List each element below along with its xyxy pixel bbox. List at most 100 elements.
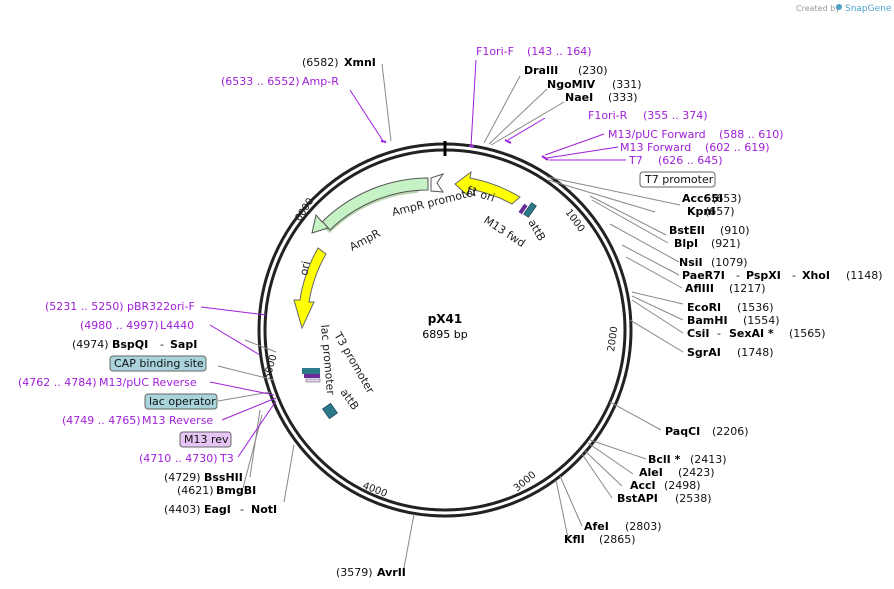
attb-top-mark bbox=[523, 202, 537, 218]
site-ngomiv-pos: (331) bbox=[612, 78, 642, 91]
site-bamhi-name: BamHI bbox=[687, 314, 728, 327]
site-noti-name: NotI bbox=[251, 503, 277, 516]
primer-m13puc-rev-pos: (4762 .. 4784) bbox=[18, 376, 97, 389]
site-ecori-name: EcoRI bbox=[687, 301, 721, 314]
ampr-arrow bbox=[311, 177, 429, 234]
plasmid-name: pX41 bbox=[428, 312, 463, 326]
attb-bottom-mark bbox=[322, 402, 338, 420]
site-bspqi-name: BspQI bbox=[112, 338, 148, 351]
site-separator-3: - bbox=[717, 327, 721, 340]
t7-promoter-box bbox=[639, 171, 716, 188]
m13-fwd-label: M13 fwd bbox=[481, 214, 527, 250]
t3-promoter-mark bbox=[304, 374, 320, 378]
t7-promoter-label: T7 promoter bbox=[644, 173, 714, 186]
primer-t3-name: T3 bbox=[219, 452, 234, 465]
site-acci-pos: (2498) bbox=[664, 479, 701, 492]
primer-m13puc-fwd-name: M13/pUC Forward bbox=[608, 128, 706, 141]
ampr-promoter-arrow bbox=[430, 173, 445, 193]
primer-t3-pos: (4710 .. 4730) bbox=[139, 452, 218, 465]
primer-t7-pos: (626 .. 645) bbox=[658, 154, 723, 167]
site-avrii-pos: (3579) bbox=[336, 566, 373, 579]
attb-bottom-label: attB bbox=[338, 386, 362, 412]
site-alei-pos: (2423) bbox=[678, 466, 715, 479]
site-paer7i-pos: (1148) bbox=[846, 269, 883, 282]
credit-brand: SnapGene bbox=[845, 4, 892, 14]
site-xmni-name: XmnI bbox=[344, 56, 376, 69]
site-bcli-pos: (2413) bbox=[690, 453, 727, 466]
site-avrii-name: AvrII bbox=[377, 566, 406, 579]
attb-top-label: attB bbox=[525, 217, 548, 243]
site-draiii-name: DraIII bbox=[524, 64, 558, 77]
site-separator-2: - bbox=[792, 269, 796, 282]
primer-marks bbox=[380, 139, 549, 161]
site-bsteii-pos: (910) bbox=[720, 224, 750, 237]
ori-arrow bbox=[293, 247, 327, 330]
cap-binding-site-label: CAP binding site bbox=[114, 357, 204, 370]
site-acci-name: AccI bbox=[630, 479, 656, 492]
site-naei-name: NaeI bbox=[565, 91, 593, 104]
site-bstapi-pos: (2538) bbox=[675, 492, 712, 505]
f1-ori-arrow bbox=[454, 170, 521, 205]
site-afei-name: AfeI bbox=[584, 520, 609, 533]
primer-ampr-name: Amp-R bbox=[302, 75, 339, 88]
tick-2000: 2000 bbox=[606, 326, 620, 353]
site-separator-1: - bbox=[736, 269, 740, 282]
primer-m13-rev-name: M13 Reverse bbox=[142, 414, 213, 427]
primer-ampr-pos: (6533 .. 6552) bbox=[221, 75, 300, 88]
lac-promoter-label: lac promoter bbox=[318, 324, 337, 396]
site-xmni-pos: (6582) bbox=[302, 56, 339, 69]
site-acc65i-pos: (653) bbox=[712, 192, 742, 205]
site-acc65i-name: Acc65I bbox=[682, 192, 723, 205]
site-bmgbi-name: BmgBI bbox=[216, 484, 256, 497]
primer-f1ori-r-pos: (355 .. 374) bbox=[643, 109, 708, 122]
primer-t7-name: T7 bbox=[628, 154, 643, 167]
ampr-label: AmpR bbox=[347, 227, 382, 254]
site-sgrai-name: SgrAI bbox=[687, 346, 721, 359]
primer-m13-fwd-pos: (602 .. 619) bbox=[705, 141, 770, 154]
site-paqci-name: PaqCI bbox=[665, 425, 700, 438]
site-sapi-name: SapI bbox=[170, 338, 197, 351]
site-kpni-pos: (657) bbox=[705, 205, 735, 218]
site-separator-4: - bbox=[160, 338, 164, 351]
m13-rev-mark bbox=[305, 378, 321, 383]
site-paqci-pos: (2206) bbox=[712, 425, 749, 438]
primer-f1ori-f-name: F1ori-F bbox=[476, 45, 514, 58]
cap-binding-site-box bbox=[109, 355, 207, 372]
snapgene-logo-icon bbox=[836, 4, 842, 10]
lac-operator-label: lac operator bbox=[149, 395, 216, 408]
m13-fwd-mark bbox=[518, 203, 528, 215]
plasmid-length: 6895 bp bbox=[422, 328, 467, 341]
site-nsii-pos: (1079) bbox=[711, 256, 748, 269]
site-kpni-name: KpnI bbox=[687, 205, 715, 218]
site-alei-name: AleI bbox=[639, 466, 663, 479]
site-eagi-name: EagI bbox=[204, 503, 231, 516]
site-sexai-name: SexAI * bbox=[729, 327, 774, 340]
primer-pbr322-pos: (5231 .. 5250) bbox=[45, 300, 124, 313]
primer-m13puc-rev-name: M13/pUC Reverse bbox=[99, 376, 197, 389]
site-kfli-name: KflI bbox=[564, 533, 585, 546]
primer-m13puc-fwd-pos: (588 .. 610) bbox=[719, 128, 784, 141]
site-ngomiv-name: NgoMIV bbox=[547, 78, 596, 91]
site-paer7i-name: PaeR7I bbox=[682, 269, 725, 282]
site-draiii-pos: (230) bbox=[578, 64, 608, 77]
site-bcli-name: BclI * bbox=[648, 453, 681, 466]
site-sgrai-pos: (1748) bbox=[737, 346, 774, 359]
primer-f1ori-r-name: F1ori-R bbox=[588, 109, 628, 122]
site-blpi-name: BlpI bbox=[674, 237, 698, 250]
site-xhoi-name: XhoI bbox=[802, 269, 830, 282]
site-eagi-pos: (4403) bbox=[164, 503, 201, 516]
site-bsteii-name: BstEII bbox=[669, 224, 705, 237]
primer-l4440-pos: (4980 .. 4997) bbox=[80, 319, 159, 332]
site-ecori-pos: (1536) bbox=[737, 301, 774, 314]
primer-m13-fwd-name: M13 Forward bbox=[620, 141, 691, 154]
primer-f1ori-f-pos: (143 .. 164) bbox=[527, 45, 592, 58]
lac-promoter-mark bbox=[302, 368, 320, 374]
t3-promoter-label: T3 promoter bbox=[331, 329, 377, 396]
ori-label: ori bbox=[297, 260, 313, 277]
site-bmgbi-pos: (4621) bbox=[177, 484, 214, 497]
site-naei-pos: (333) bbox=[608, 91, 638, 104]
site-bamhi-pos: (1554) bbox=[743, 314, 780, 327]
site-nsii-name: NsiI bbox=[679, 256, 703, 269]
site-bsshii-name: BssHII bbox=[204, 471, 243, 484]
